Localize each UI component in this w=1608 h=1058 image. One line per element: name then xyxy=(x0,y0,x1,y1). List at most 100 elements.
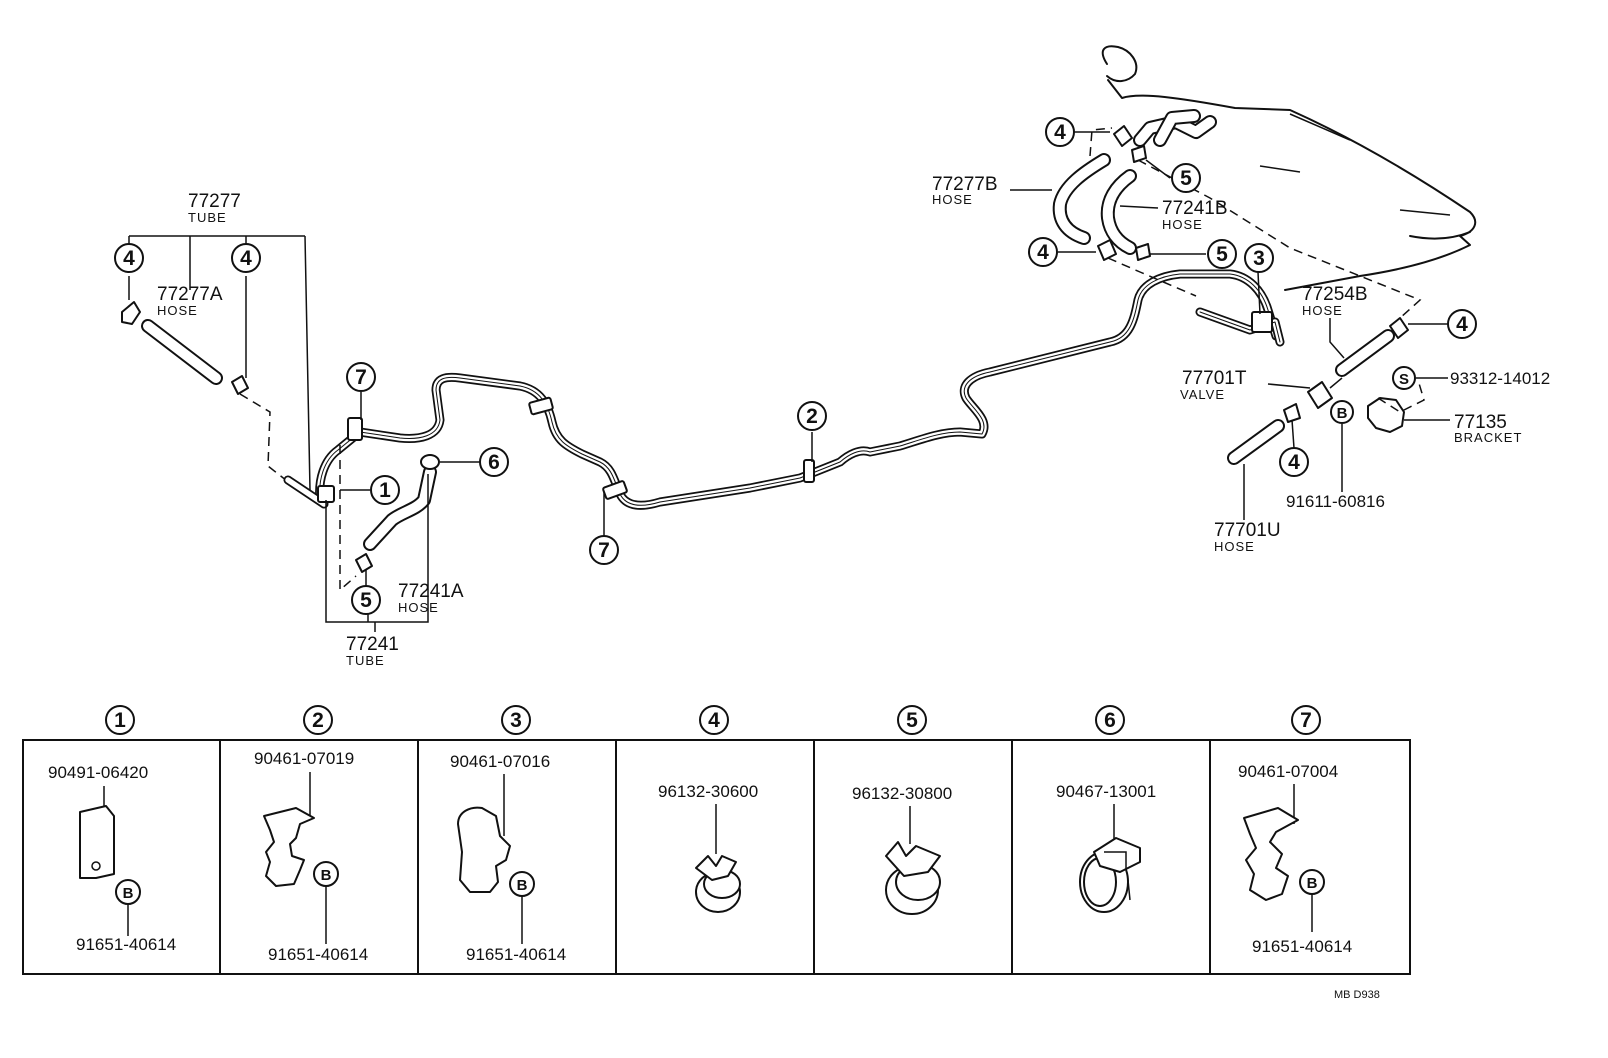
part-desc-77241: TUBE xyxy=(346,653,385,668)
svg-text:6: 6 xyxy=(1104,709,1116,732)
part-number-77701u: 77701U xyxy=(1214,520,1281,541)
legend-cell-3: 90461-07016 B 91651-40614 xyxy=(450,752,566,964)
legend-part-6: 90467-13001 xyxy=(1056,782,1156,801)
legend-header-6: 6 xyxy=(1095,705,1125,735)
svg-text:4: 4 xyxy=(1288,451,1300,474)
marker-5-left: 5 xyxy=(351,585,381,615)
marker-4-left-b: 4 xyxy=(231,243,261,273)
part-number-77277: 77277 xyxy=(188,191,241,212)
figure-code: MB D938 xyxy=(1334,989,1380,1001)
svg-text:5: 5 xyxy=(360,589,372,612)
main-fuel-pipe xyxy=(315,269,1285,510)
legend-part-4: 96132-30600 xyxy=(658,782,758,801)
marker-3: 3 xyxy=(1244,243,1274,273)
part-desc-77254b: HOSE xyxy=(1302,303,1343,318)
legend-header-2: 2 xyxy=(303,705,333,735)
callout-77241: 77241 TUBE xyxy=(346,634,399,668)
part-number-77277a: 77277A xyxy=(157,284,223,305)
part-number-77701t: 77701T xyxy=(1182,368,1247,389)
legend-bolt-part-2: 91651-40614 xyxy=(268,945,368,964)
legend-part-7: 90461-07004 xyxy=(1238,762,1338,781)
part-number-77254b: 77254B xyxy=(1302,284,1368,305)
part-desc-77701u: HOSE xyxy=(1214,539,1255,554)
marker-7-left: 7 xyxy=(346,362,376,392)
part-number-77241a: 77241A xyxy=(398,581,464,602)
part-desc-77241b: HOSE xyxy=(1162,217,1203,232)
svg-text:4: 4 xyxy=(1037,241,1049,264)
part-desc-77701t: VALVE xyxy=(1180,387,1225,402)
svg-text:7: 7 xyxy=(1300,709,1312,732)
svg-text:4: 4 xyxy=(240,247,252,270)
legend-cell-1: 90491-06420 B 91651-40614 xyxy=(48,763,176,954)
legend-cell-7: 90461-07004 B 91651-40614 xyxy=(1238,762,1352,956)
callout-77277b: 77277B HOSE xyxy=(932,174,998,207)
callout-91611-60816: B 91611-60816 xyxy=(1286,400,1385,511)
svg-text:2: 2 xyxy=(312,709,324,732)
part-desc-77135: BRACKET xyxy=(1454,430,1522,445)
marker-6: 6 xyxy=(479,447,509,477)
svg-text:2: 2 xyxy=(806,405,818,428)
callout-77135: 77135 BRACKET xyxy=(1454,412,1522,445)
svg-text:5: 5 xyxy=(1216,243,1228,266)
part-number-77277b: 77277B xyxy=(932,174,998,195)
part-number-77241: 77241 xyxy=(346,634,399,655)
marker-4-left-a: 4 xyxy=(114,243,144,273)
marker-5-tank-b: 5 xyxy=(1207,239,1237,269)
marker-4-right-a: 4 xyxy=(1447,309,1477,339)
callout-77254b: 77254B HOSE xyxy=(1302,284,1368,318)
legend-part-3: 90461-07016 xyxy=(450,752,550,771)
legend-header-1: 1 xyxy=(105,705,135,735)
diagram-markers: 4 4 7 1 6 5 7 2 4 5 4 5 3 4 4 xyxy=(114,117,1477,615)
part-desc-77241a: HOSE xyxy=(398,600,439,615)
legend-header-7: 7 xyxy=(1291,705,1321,735)
part-number-77241b: 77241B xyxy=(1162,198,1228,219)
legend-cell-4: 96132-30600 xyxy=(658,782,758,913)
svg-text:4: 4 xyxy=(123,247,135,270)
legend-cell-2: 90461-07019 B 91651-40614 xyxy=(254,749,368,964)
marker-1: 1 xyxy=(370,475,400,505)
svg-text:5: 5 xyxy=(1180,167,1192,190)
marker-2: 2 xyxy=(797,401,827,431)
fuel-tank-outline xyxy=(1101,45,1477,291)
callout-77241a: 77241A HOSE xyxy=(398,581,464,615)
svg-text:1: 1 xyxy=(114,709,126,732)
svg-text:4: 4 xyxy=(1054,121,1066,144)
callout-93312-14012: S 93312-14012 xyxy=(1392,366,1550,390)
svg-text:1: 1 xyxy=(379,479,391,502)
legend-bolt-part-3: 91651-40614 xyxy=(466,945,566,964)
marker-4-tank-a: 4 xyxy=(1045,117,1075,147)
svg-text:5: 5 xyxy=(906,709,918,732)
legend-part-1: 90491-06420 xyxy=(48,763,148,782)
marker-7-mid: 7 xyxy=(589,535,619,565)
legend-header-5: 5 xyxy=(897,705,927,735)
svg-text:3: 3 xyxy=(510,709,522,732)
s-letter: S xyxy=(1399,371,1409,388)
svg-text:7: 7 xyxy=(355,366,367,389)
part-number-91611-60816: 91611-60816 xyxy=(1286,492,1385,511)
legend-part-5: 96132-30800 xyxy=(852,784,952,803)
part-desc-77277b: HOSE xyxy=(932,192,973,207)
marker-4-right-b: 4 xyxy=(1279,447,1309,477)
svg-text:7: 7 xyxy=(598,539,610,562)
legend-header-3: 3 xyxy=(501,705,531,735)
svg-text:3: 3 xyxy=(1253,247,1265,270)
svg-text:4: 4 xyxy=(708,709,720,732)
svg-text:4: 4 xyxy=(1456,313,1468,336)
callout-77241b: 77241B HOSE xyxy=(1162,198,1228,232)
legend-bolt-letter-1: B xyxy=(123,885,134,902)
b-letter-main: B xyxy=(1337,405,1348,422)
legend-headers: 1 2 3 4 5 6 7 xyxy=(105,705,1321,735)
legend-bolt-part-1: 91651-40614 xyxy=(76,935,176,954)
legend-cell-5: 96132-30800 xyxy=(852,784,952,915)
right-parts xyxy=(1052,109,1425,465)
legend-part-2: 90461-07019 xyxy=(254,749,354,768)
part-desc-77277: TUBE xyxy=(188,210,227,225)
part-number-77135: 77135 xyxy=(1454,412,1507,433)
callout-77277: 77277 TUBE xyxy=(188,191,241,225)
left-parts xyxy=(121,235,440,632)
svg-text:6: 6 xyxy=(488,451,500,474)
legend-bolt-part-7: 91651-40614 xyxy=(1252,937,1352,956)
marker-4-tank-b: 4 xyxy=(1028,237,1058,267)
callout-77701u: 77701U HOSE xyxy=(1214,520,1281,554)
